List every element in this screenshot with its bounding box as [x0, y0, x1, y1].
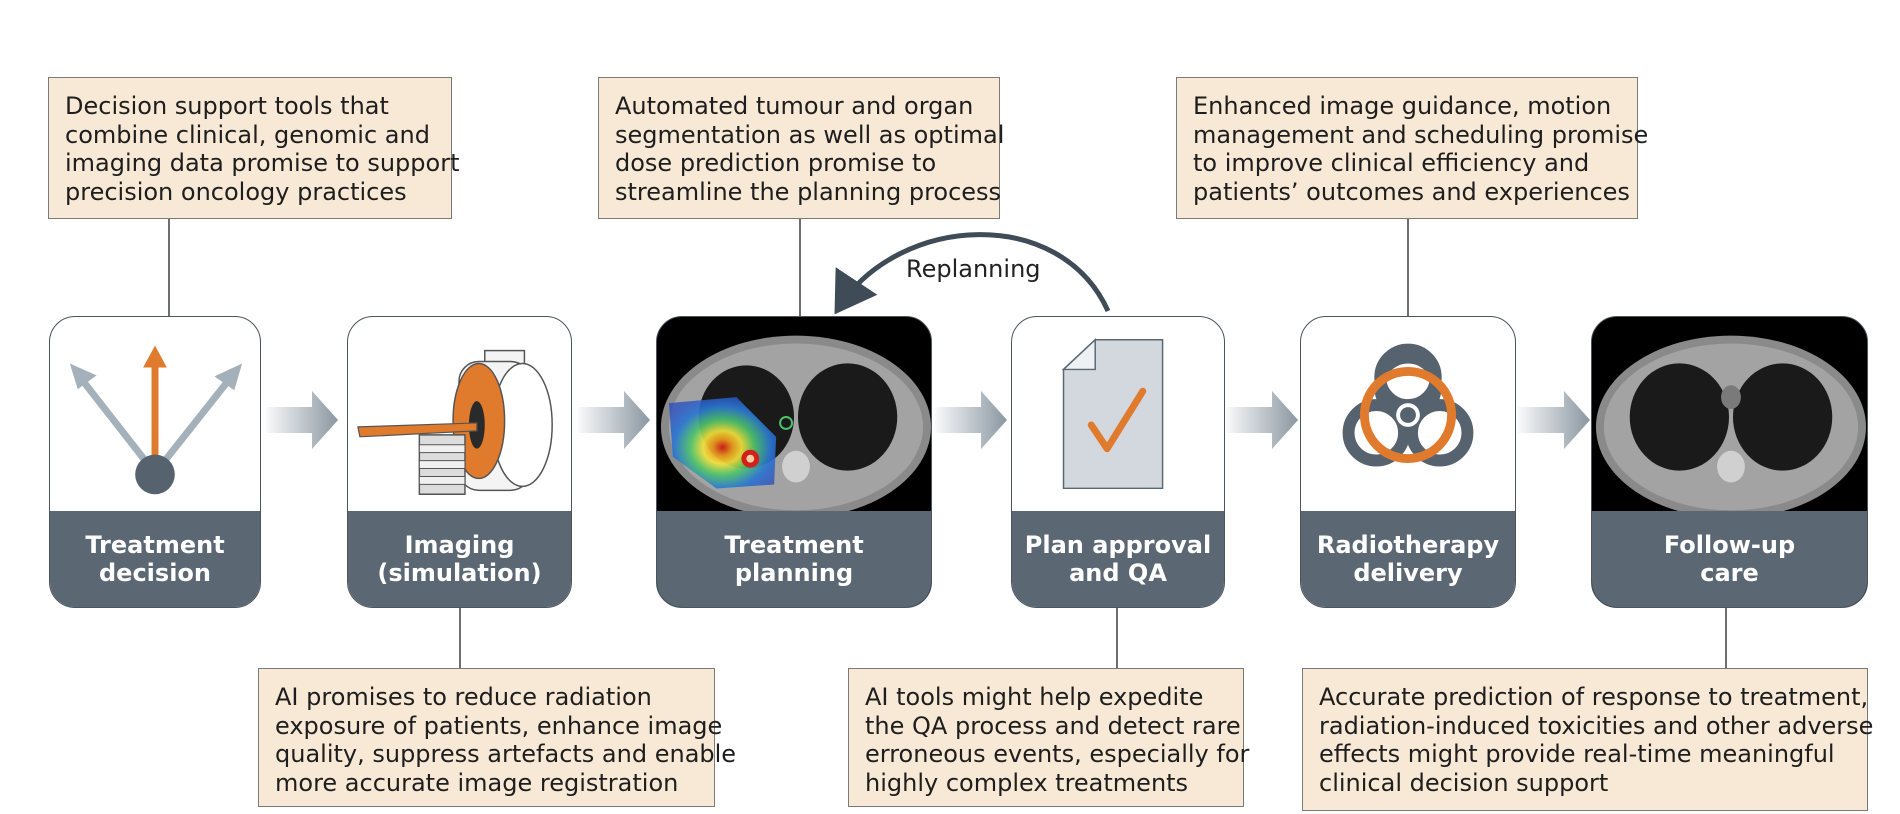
stage-label-line: planning — [734, 559, 854, 587]
flow-arrow — [935, 391, 1007, 449]
stage-label-line: Radiotherapy — [1316, 531, 1500, 559]
stage-plan-approval: Plan approval and QA — [1011, 316, 1225, 608]
note-line: segmentation as well as optimal — [615, 120, 1005, 149]
stage-label: Plan approval and QA — [1012, 511, 1224, 607]
note-plan-approval: AI tools might help expedite the QA proc… — [848, 668, 1250, 807]
stage-label-line: decision — [99, 559, 211, 587]
stage-label: Treatment planning — [657, 511, 931, 607]
note-line: AI tools might help expedite — [865, 683, 1204, 711]
note-line: patients’ outcomes and experiences — [1193, 177, 1630, 206]
note-imaging: AI promises to reduce radiation exposure… — [258, 668, 737, 807]
note-treatment-planning: Automated tumour and organ segmentation … — [598, 77, 1005, 219]
stage-label-line: Treatment — [724, 531, 864, 559]
stage-label-line: Treatment — [85, 531, 225, 559]
note-line: quality, suppress artefacts and enable — [275, 740, 737, 768]
note-line: precision oncology practices — [65, 177, 407, 206]
note-line: more accurate image registration — [275, 768, 679, 797]
flow-arrow — [266, 391, 338, 449]
flow-arrow — [1226, 391, 1298, 449]
stage-treatment-planning: Treatment planning — [656, 316, 932, 608]
note-line: to improve clinical efficiency and — [1193, 149, 1590, 177]
ct-image — [1592, 317, 1867, 514]
stage-label: Imaging (simulation) — [348, 511, 571, 607]
stage-label-line: (simulation) — [377, 559, 542, 587]
connector-line — [1725, 607, 1727, 668]
stage-label-line: care — [1700, 559, 1759, 587]
note-line: radiation-induced toxicities and other a… — [1319, 711, 1874, 740]
stage-label-line: and QA — [1069, 559, 1167, 587]
stage-label-line: Imaging — [404, 531, 515, 559]
connector-line — [168, 219, 170, 317]
note-line: Decision support tools that — [65, 92, 389, 120]
note-line: erroneous events, especially for — [865, 740, 1250, 768]
note-line: Automated tumour and organ — [615, 92, 974, 120]
stage-label: Follow-up care — [1592, 511, 1867, 607]
note-line: imaging data promise to support — [65, 149, 460, 177]
dose-map-ct-image — [657, 317, 931, 514]
biohazard-icon — [1301, 317, 1515, 514]
stage-imaging: Imaging (simulation) — [347, 316, 572, 608]
stage-treatment-decision: Treatment decision — [49, 316, 261, 608]
stage-label-line: Plan approval — [1024, 531, 1212, 559]
note-line: AI promises to reduce radiation — [275, 683, 652, 711]
note-line: the QA process and detect rare — [865, 711, 1241, 740]
note-treatment-decision: Decision support tools that combine clin… — [48, 77, 460, 219]
stage-radiotherapy-delivery: Radiotherapy delivery — [1300, 316, 1516, 608]
ct-scanner-icon — [348, 317, 571, 514]
stage-label-line: delivery — [1353, 559, 1463, 587]
stage-follow-up-care: Follow-up care — [1591, 316, 1868, 608]
note-radiotherapy-delivery: Enhanced image guidance, motion manageme… — [1176, 77, 1649, 219]
flow-arrow — [1518, 391, 1590, 449]
note-line: streamline the planning process — [615, 177, 1002, 206]
connector-line — [1116, 607, 1118, 668]
note-line: clinical decision support — [1319, 768, 1609, 797]
approved-document-icon — [1012, 317, 1224, 514]
note-line: exposure of patients, enhance image — [275, 711, 723, 740]
stage-label: Treatment decision — [50, 511, 260, 607]
note-line: highly complex treatments — [865, 768, 1189, 797]
note-line: Accurate prediction of response to treat… — [1319, 683, 1869, 711]
decision-arrows-icon — [50, 317, 260, 514]
connector-line — [799, 219, 801, 317]
note-line: Enhanced image guidance, motion — [1193, 92, 1612, 120]
stage-label-line: Follow-up — [1663, 531, 1796, 559]
replanning-label: Replanning — [906, 255, 1041, 283]
connector-line — [459, 607, 461, 668]
flow-arrow — [578, 391, 650, 449]
note-line: combine clinical, genomic and — [65, 120, 430, 149]
note-line: management and scheduling promise — [1193, 120, 1649, 149]
note-line: effects might provide real-time meaningf… — [1319, 740, 1835, 768]
connector-line — [1407, 219, 1409, 317]
stage-label: Radiotherapy delivery — [1301, 511, 1515, 607]
note-follow-up-care: Accurate prediction of response to treat… — [1302, 668, 1874, 811]
note-line: dose prediction promise to — [615, 149, 937, 177]
